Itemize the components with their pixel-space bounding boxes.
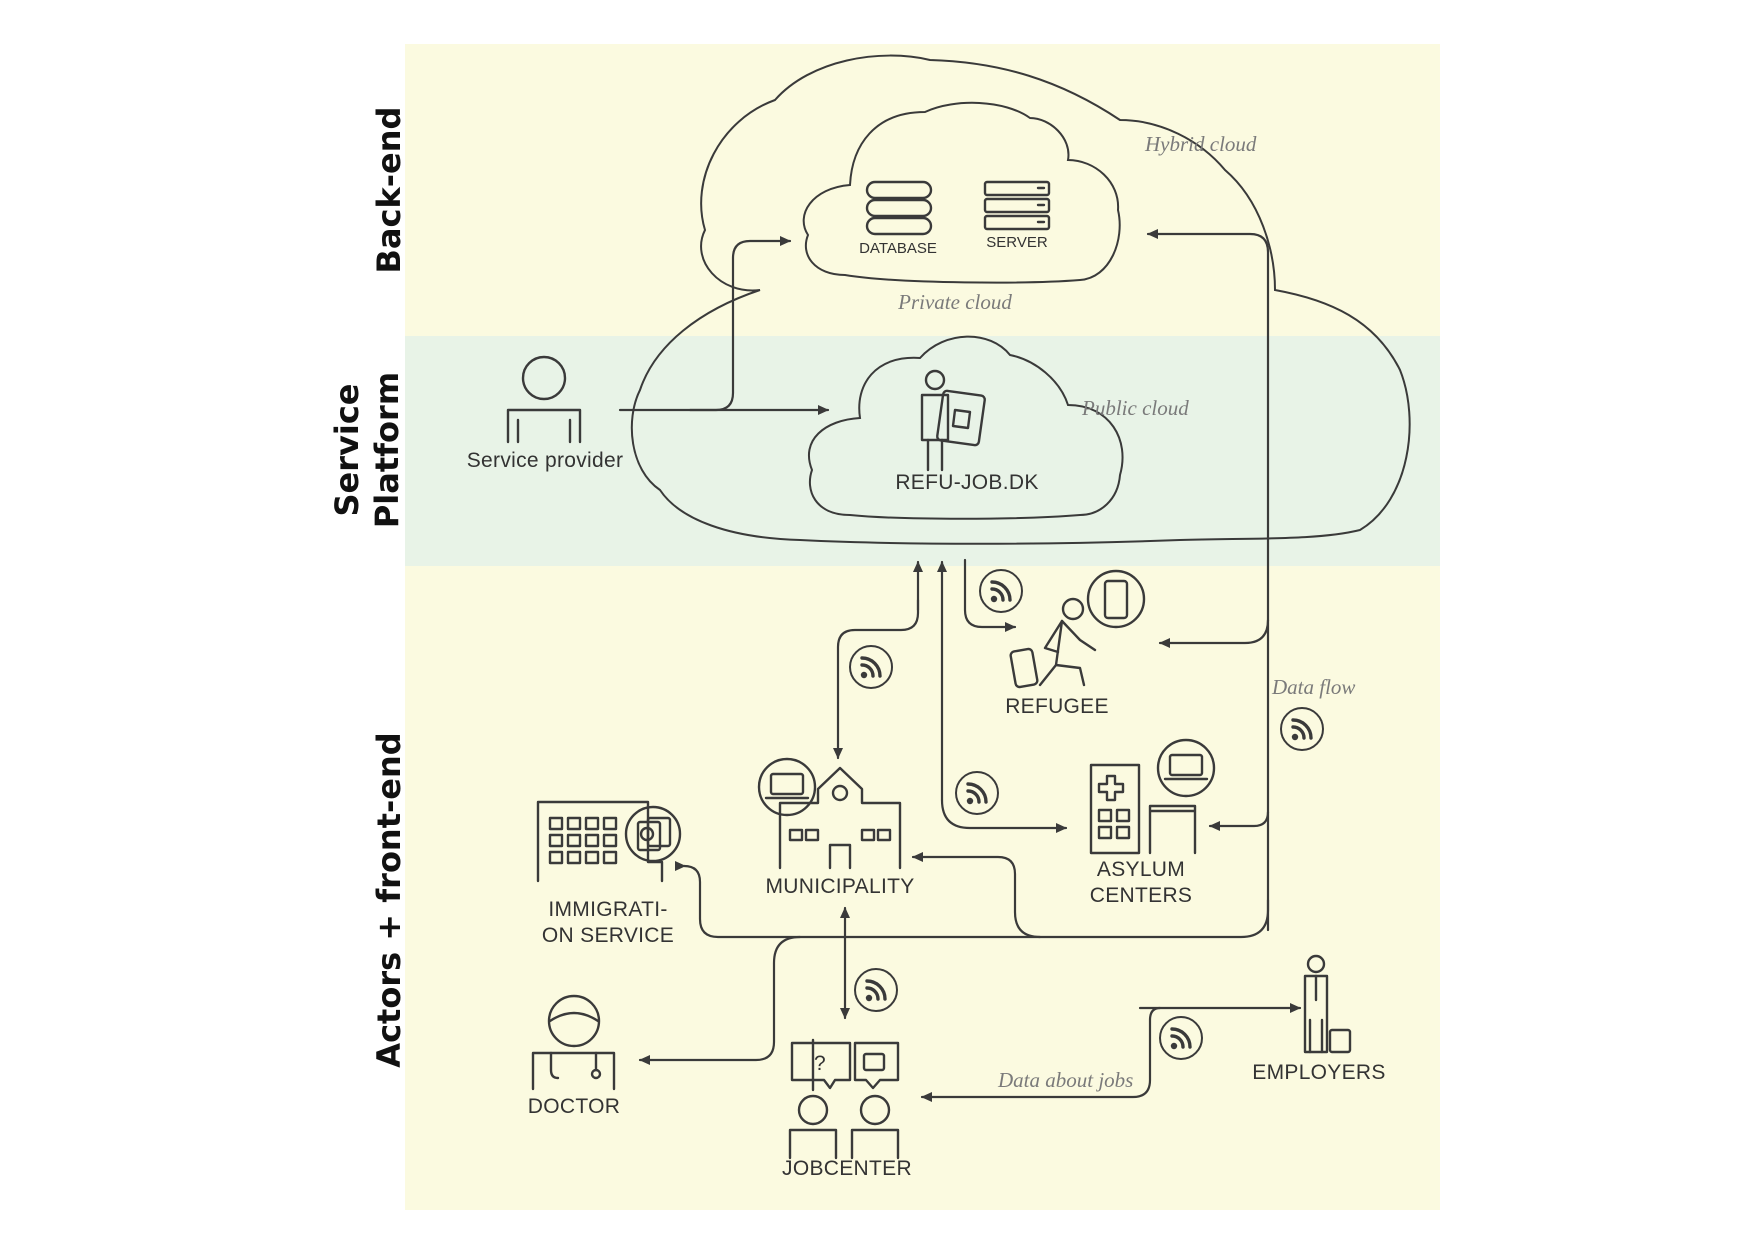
service-band-label-line2: Platform [368, 372, 406, 528]
jobcenter-icon [788, 1038, 900, 1160]
private-cloud-outline [802, 101, 1121, 284]
backend-band-label: Back-end [370, 107, 408, 274]
data-about-jobs-label: Data about jobs [997, 1068, 1133, 1092]
service-provider-label: Service provider [467, 449, 624, 472]
municipality-label: MUNICIPALITY [765, 875, 914, 898]
spine-to-backend-arrow [1146, 229, 1270, 932]
hybrid-cloud-outline [630, 54, 1411, 545]
flow-to-municipality-arrow [911, 852, 1042, 939]
server-icon [983, 180, 1051, 231]
private-cloud-label: Private cloud [897, 290, 1012, 314]
question-mark-icon: ? [814, 1052, 826, 1075]
immigration-label-line1: IMMIGRATI- [548, 898, 667, 921]
passport-icon [624, 805, 682, 863]
smartphone-icon [1086, 569, 1146, 629]
refu-job-label: REFU-JOB.DK [895, 471, 1038, 494]
hybrid-cloud-label: Hybrid cloud [1144, 132, 1257, 156]
jobs-to-jobcenter-arrow [920, 1006, 1162, 1102]
provider-to-backend-arrow [688, 236, 792, 412]
employer-icon [1303, 954, 1352, 1054]
platform-to-refugee-arrow [963, 558, 1017, 632]
municipality-building-icon [778, 766, 902, 870]
immigration-label-line2: ON SERVICE [542, 924, 674, 947]
laptop-icon [1156, 738, 1216, 798]
refugee-label: REFUGEE [1005, 695, 1109, 718]
doctor-label: DOCTOR [528, 1095, 620, 1118]
service-provider-icon [506, 355, 582, 444]
laptop-icon [757, 757, 817, 817]
public-cloud-label: Public cloud [1081, 396, 1189, 420]
public-cloud-outline [808, 335, 1124, 520]
person-with-tablet-icon [920, 369, 986, 472]
database-label: DATABASE [859, 240, 937, 257]
asylum-centers-label-line1: ASYLUM [1097, 858, 1185, 881]
asylum-center-building-icon [1089, 763, 1197, 855]
jobcenter-label: JOBCENTER [782, 1157, 912, 1180]
service-band-label-line1: Service [328, 383, 366, 516]
refugee-icon [1009, 597, 1097, 689]
doctor-icon [531, 994, 616, 1091]
flow-to-immigration-arrow [675, 861, 1270, 939]
database-icon [865, 180, 933, 236]
asylum-centers-label-line2: CENTERS [1090, 884, 1192, 907]
platform-to-municipality-arrow [833, 598, 920, 760]
platform-to-asylum-arrow [940, 798, 1068, 833]
spine-to-asylum-arrow [1208, 810, 1270, 831]
employers-label: EMPLOYERS [1252, 1061, 1385, 1084]
spine-to-refugee-arrow [1158, 618, 1270, 648]
data-flow-label: Data flow [1271, 675, 1355, 699]
server-label: SERVER [986, 234, 1048, 251]
flow-to-doctor-arrow [638, 935, 802, 1065]
actors-band-label: Actors + front-end [370, 732, 408, 1067]
